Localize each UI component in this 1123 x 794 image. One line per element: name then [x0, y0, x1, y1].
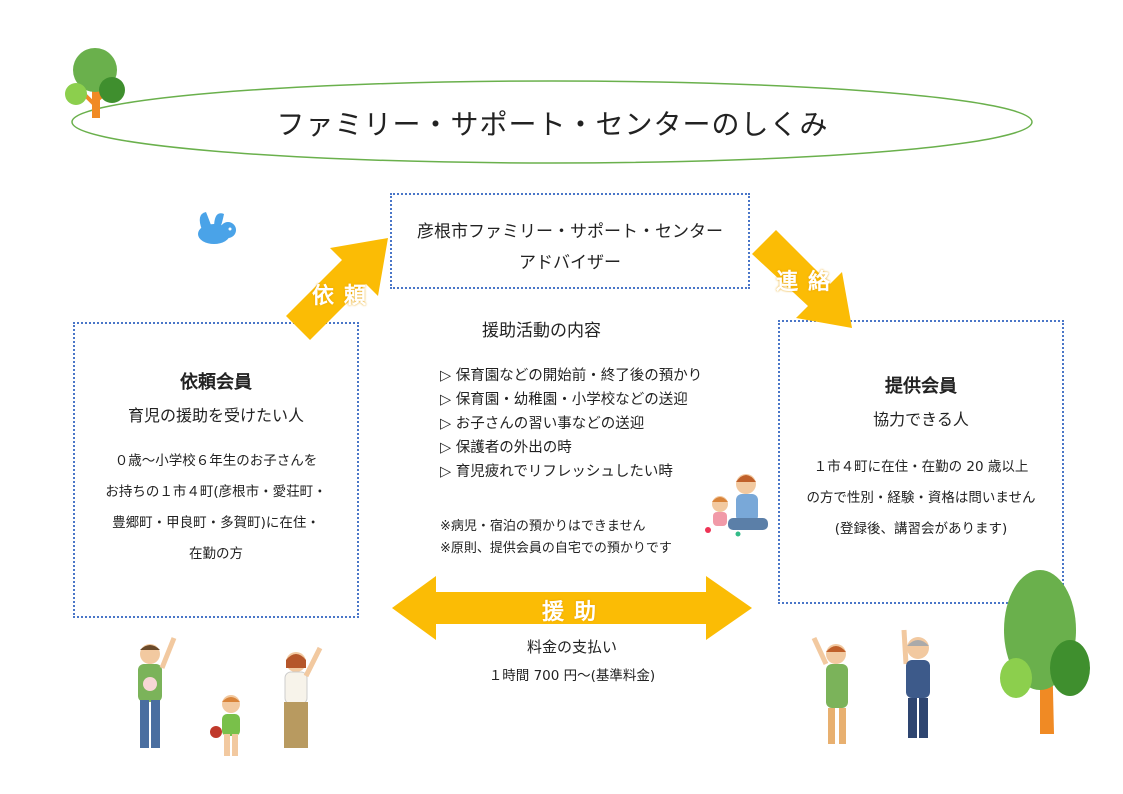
page-title: ファミリー・サポート・センターのしくみ	[276, 108, 829, 141]
request-label: 依頼	[312, 284, 377, 309]
activity-item: 保護者の外出の時	[440, 436, 702, 460]
activities-notes: ※病児・宿泊の預かりはできません ※原則、提供会員の自宅での預かりです	[440, 516, 672, 560]
requester-subheading: 育児の援助を受けたい人	[127, 406, 304, 425]
fee-detail: １時間 700 円～(基準料金)	[488, 668, 656, 684]
activities-heading: 援助活動の内容	[482, 321, 601, 341]
contact-label: 連絡	[776, 270, 841, 295]
title-ellipse	[71, 80, 1033, 164]
activities-list: 保育園などの開始前・終了後の預かり 保育園・幼稚園・小学校などの送迎 お子さんの…	[440, 364, 703, 484]
activity-item: 保育園・幼稚園・小学校などの送迎	[440, 388, 702, 412]
activity-item: 育児疲れでリフレッシュしたい時	[440, 460, 702, 484]
note-line: ※原則、提供会員の自宅での預かりです	[440, 541, 672, 556]
requester-desc: ０歳～小学校６年生のお子さんを お持ちの１市４町(彦根市・愛荘町・ 豊郷町・甲良…	[75, 446, 357, 570]
activity-item: 保育園などの開始前・終了後の預かり	[440, 364, 703, 388]
note-line: ※病児・宿泊の預かりはできません	[440, 519, 646, 534]
provider-desc: １市４町に在住・在勤の 20 歳以上 の方で性別・経験・資格は問いません (登録…	[780, 452, 1062, 545]
center-box-line2: アドバイザー	[519, 253, 621, 273]
fee-label: 料金の支払い	[526, 638, 617, 656]
childcare-illustration	[705, 474, 768, 537]
requester-desc-line: 豊郷町・甲良町・多賀町)に在住・	[112, 515, 320, 531]
provider-box: 提供会員 協力できる人 １市４町に在住・在勤の 20 歳以上 の方で性別・経験・…	[778, 320, 1064, 604]
support-label: 援助	[542, 600, 607, 625]
tree-icon	[1000, 570, 1090, 734]
provider-subheading: 協力できる人	[873, 410, 969, 429]
provider-desc-line: (登録後、講習会があります)	[834, 521, 1008, 537]
requester-desc-line: ０歳～小学校６年生のお子さんを	[114, 453, 318, 469]
title-area: ファミリー・サポート・センターのしくみ	[70, 78, 1035, 166]
center-box-line1: 彦根市ファミリー・サポート・センター	[417, 222, 723, 242]
requester-heading: 依頼会員	[180, 372, 252, 393]
activity-item: お子さんの習い事などの送迎	[440, 412, 702, 436]
provider-desc-line: の方で性別・経験・資格は問いません	[806, 490, 1036, 506]
center-box: 彦根市ファミリー・サポート・センター アドバイザー	[390, 193, 750, 289]
provider-desc-line: １市４町に在住・在勤の 20 歳以上	[813, 459, 1029, 475]
bird-icon	[198, 212, 236, 244]
requester-desc-line: 在勤の方	[189, 546, 243, 562]
family-illustration	[138, 637, 323, 756]
requester-box: 依頼会員 育児の援助を受けたい人 ０歳～小学校６年生のお子さんを お持ちの１市４…	[73, 322, 359, 618]
tree-icon	[65, 48, 125, 118]
helpers-illustration	[811, 629, 930, 744]
requester-desc-line: お持ちの１市４町(彦根市・愛荘町・	[105, 484, 327, 500]
provider-heading: 提供会員	[885, 376, 957, 397]
